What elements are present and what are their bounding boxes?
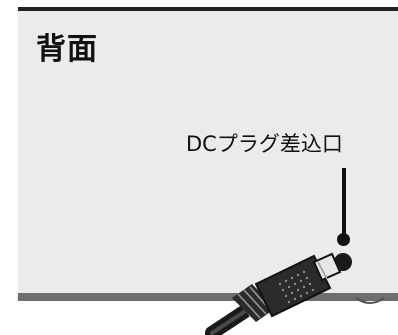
plug-tip-shade	[317, 261, 328, 280]
plug-body	[254, 254, 332, 318]
panel-title: 背面	[36, 32, 98, 67]
top-edge-line	[18, 7, 398, 11]
dc-jack-label: DCプラグ差込口	[186, 132, 343, 156]
rear-panel-surface	[18, 11, 398, 293]
leader-line	[342, 168, 346, 236]
plug-grip	[278, 270, 315, 304]
leader-dot	[337, 233, 350, 246]
plug-tip	[312, 252, 342, 282]
bottom-margin	[0, 301, 398, 335]
bottom-edge	[18, 293, 398, 301]
edge-bump	[355, 297, 385, 304]
